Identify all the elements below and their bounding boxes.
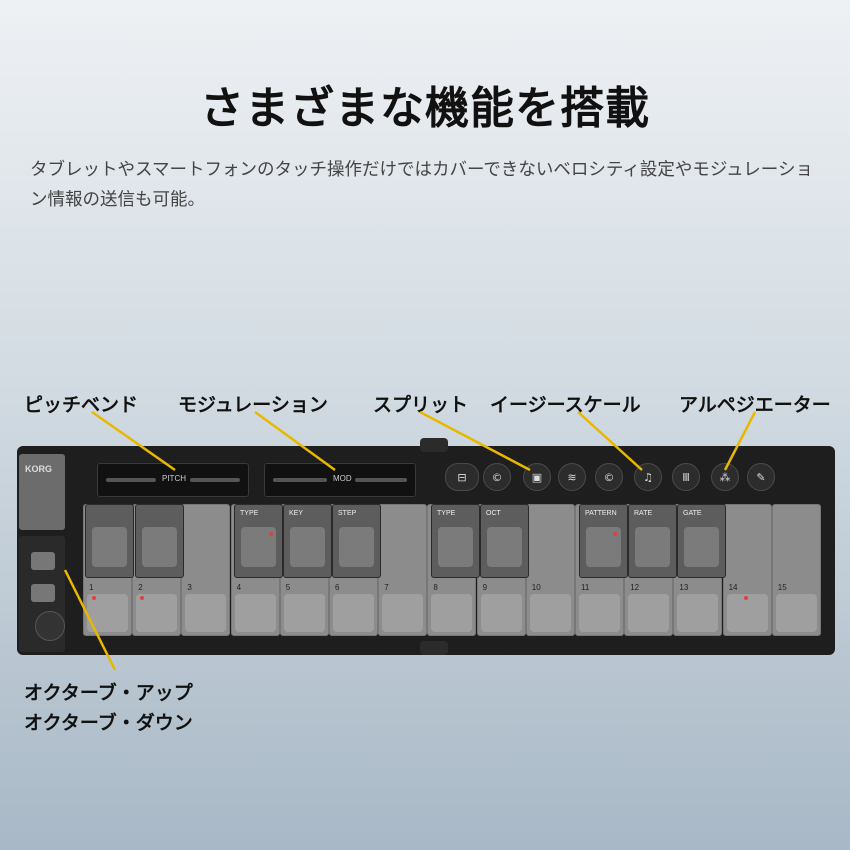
hinge-top: [420, 438, 448, 452]
pitch-track-right: [190, 478, 240, 482]
function-knob-button[interactable]: [35, 611, 65, 641]
key-pad: [333, 594, 374, 632]
callout-pitch-bend: ピッチベンド: [24, 394, 139, 416]
key-pad: [684, 527, 719, 567]
callout-octave-up: オクターブ・アップ: [24, 682, 193, 704]
white-key[interactable]: 3: [181, 504, 231, 636]
indicator-led: [269, 532, 273, 536]
key-pad: [136, 594, 178, 632]
callout-modulation: モジュレーション: [178, 394, 328, 416]
mod-track-right: [355, 478, 407, 482]
key-pad: [726, 594, 768, 632]
white-key-number: 2: [138, 583, 143, 592]
black-key-label: TYPE: [437, 510, 456, 517]
black-key[interactable]: STEP: [332, 504, 381, 578]
black-key-label: PATTERN: [585, 510, 617, 517]
key-pad: [628, 594, 670, 632]
callout-split: スプリット: [373, 394, 469, 416]
black-key-label: STEP: [338, 510, 357, 517]
white-key[interactable]: 7: [378, 504, 428, 636]
octave-down-button[interactable]: [31, 584, 55, 602]
white-key-number: 7: [384, 583, 389, 592]
white-key-number: 1: [89, 583, 94, 592]
black-key-label: OCT: [486, 510, 501, 517]
white-key-number: 6: [335, 583, 340, 592]
black-key[interactable]: TYPE: [234, 504, 283, 578]
key-pad: [382, 594, 424, 632]
black-key-label: KEY: [289, 510, 304, 517]
callout-octave-down: オクターブ・ダウン: [24, 712, 193, 734]
black-key[interactable]: TYPE: [431, 504, 480, 578]
white-key[interactable]: 10: [525, 504, 575, 636]
key-pad: [677, 594, 719, 632]
black-key[interactable]: KEY: [283, 504, 332, 578]
description-text: タブレットやスマートフォンのタッチ操作だけではカバーできないベロシティ設定やモジ…: [30, 160, 813, 210]
black-key[interactable]: PATTERN: [579, 504, 628, 578]
piano-mode-button[interactable]: Ⅲ: [672, 463, 700, 491]
brand-panel: KORG: [19, 454, 65, 530]
mod-slider[interactable]: MOD: [264, 463, 416, 497]
sustain-button[interactable]: ≋: [558, 463, 586, 491]
key-pad: [775, 594, 817, 632]
white-key-number: 12: [630, 583, 640, 592]
indicator-led: [140, 596, 144, 600]
white-key-number: 10: [531, 583, 541, 592]
black-key-label: TYPE: [240, 510, 259, 517]
key-pad: [635, 527, 670, 567]
white-key[interactable]: 14: [722, 504, 772, 636]
key-pad: [529, 594, 571, 632]
key-pad: [234, 594, 276, 632]
key-pad: [185, 594, 227, 632]
pitch-slider[interactable]: PITCH: [97, 463, 249, 497]
white-key[interactable]: 15: [771, 504, 821, 636]
black-key[interactable]: [135, 504, 184, 578]
edit-button[interactable]: ✎: [747, 463, 775, 491]
white-key-number: 5: [285, 583, 291, 592]
chord-button[interactable]: ©: [483, 463, 511, 491]
arpeggiator-button[interactable]: ⁂: [711, 463, 739, 491]
callout-easy-scale: イージースケール: [490, 394, 641, 416]
black-key[interactable]: GATE: [677, 504, 726, 578]
key-pad: [92, 527, 127, 567]
key-pad: [290, 527, 325, 567]
key-pad: [431, 594, 473, 632]
white-key-number: 8: [433, 583, 438, 592]
white-key-number: 13: [679, 583, 689, 592]
key-pad: [438, 527, 473, 567]
black-key[interactable]: RATE: [628, 504, 677, 578]
key-pad: [339, 527, 374, 567]
page-title: さまざまな機能を搭載: [200, 83, 650, 134]
pitch-track-left: [106, 478, 156, 482]
white-key-number: 15: [777, 583, 787, 592]
easy-scale-button[interactable]: ♫: [634, 463, 662, 491]
brand-logo: KORG: [25, 464, 52, 474]
white-key-number: 9: [482, 583, 488, 592]
split-button[interactable]: ▣: [523, 463, 551, 491]
octave-range-button[interactable]: ⊟: [445, 463, 479, 491]
indicator-led: [744, 596, 748, 600]
key-pad: [142, 527, 177, 567]
black-key-label: RATE: [634, 510, 653, 517]
white-key-number: 11: [581, 583, 590, 592]
white-key-number: 14: [728, 583, 738, 592]
indicator-led: [92, 596, 96, 600]
mod-label: MOD: [333, 474, 352, 483]
black-key-label: GATE: [683, 510, 702, 517]
octave-up-button[interactable]: [31, 552, 55, 570]
white-key-number: 4: [236, 583, 242, 592]
black-key[interactable]: OCT: [480, 504, 529, 578]
key-pad: [283, 594, 325, 632]
indicator-led: [613, 532, 617, 536]
key-pad: [579, 594, 620, 632]
white-key-number: 3: [187, 583, 192, 592]
pitch-label: PITCH: [162, 474, 186, 483]
black-key[interactable]: [85, 504, 134, 578]
hinge-bottom: [420, 641, 448, 655]
callout-arpeggiator: アルペジエーター: [679, 394, 831, 416]
key-pad: [480, 594, 522, 632]
mod-track-left: [273, 478, 327, 482]
key-pad: [487, 527, 522, 567]
chord-mode-button[interactable]: ©: [595, 463, 623, 491]
